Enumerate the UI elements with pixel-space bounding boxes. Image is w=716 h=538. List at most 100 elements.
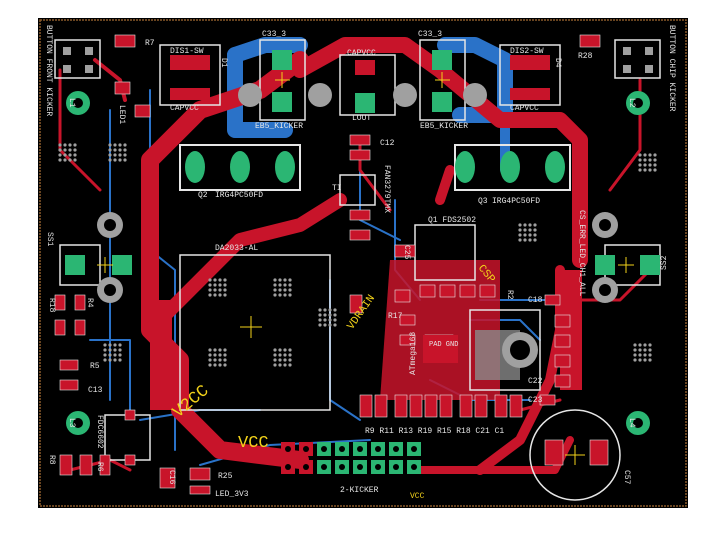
via (118, 353, 122, 357)
via (328, 313, 332, 317)
via (318, 308, 322, 312)
via (108, 358, 112, 362)
via (273, 353, 277, 357)
via (118, 143, 122, 147)
board-outline (39, 19, 687, 507)
via (638, 358, 642, 362)
to247-packages (179, 144, 571, 191)
via (278, 283, 282, 287)
via (218, 278, 222, 282)
via (278, 363, 282, 367)
via (213, 353, 217, 357)
via (113, 153, 117, 157)
label-fdc: FDC6602 (95, 415, 104, 449)
label-r-row: R9 R11 R13 R19 R15 R18 C21 C1 (365, 427, 504, 436)
label-fan: FAN3279TMX (382, 165, 391, 213)
via (648, 348, 652, 352)
via (653, 153, 657, 157)
via (528, 223, 532, 227)
via (108, 143, 112, 147)
label-c33-a: C33_3 (262, 30, 286, 39)
usb-connector-hole-inner (510, 340, 530, 360)
via (63, 148, 67, 152)
via (528, 228, 532, 232)
via (118, 343, 122, 347)
via (288, 348, 292, 352)
via (648, 163, 652, 167)
header-pin-hole (393, 446, 399, 452)
via (113, 158, 117, 162)
via (318, 323, 322, 327)
via (123, 148, 127, 152)
label-dac: DA2033-AL (215, 244, 258, 253)
via (533, 223, 537, 227)
via (223, 353, 227, 357)
pin-header (281, 442, 421, 474)
through-hole-pads (63, 47, 660, 275)
via (533, 238, 537, 242)
via (648, 168, 652, 172)
via (218, 288, 222, 292)
board-substrate (38, 18, 688, 508)
via (518, 223, 522, 227)
via (288, 363, 292, 367)
label-q2: Q2 (198, 191, 208, 200)
label-r25: R25 (218, 472, 233, 481)
via (643, 158, 647, 162)
header-pin-hole (339, 464, 345, 470)
header-pin-hole (411, 464, 417, 470)
label-c22: C22 (528, 377, 543, 386)
via (213, 293, 217, 297)
via (283, 363, 287, 367)
via (533, 228, 537, 232)
label-r6: R6 (95, 462, 104, 472)
via (223, 363, 227, 367)
header-pin-hole (375, 446, 381, 452)
label-c13: C13 (88, 386, 103, 395)
label-r7: R7 (145, 39, 155, 48)
via (318, 318, 322, 322)
header-pin-hole (339, 446, 345, 452)
via (118, 358, 122, 362)
via (63, 158, 67, 162)
via (278, 348, 282, 352)
header-pin-hole (303, 446, 309, 452)
via (283, 348, 287, 352)
label-c12: C12 (380, 139, 395, 148)
via (68, 148, 72, 152)
via (288, 283, 292, 287)
label-irg-1: IRG4PC50FD (215, 191, 263, 200)
silkscreen-labels: BUTTON FRONT KICKER BUTTON CHIP KICKER R… (44, 25, 676, 501)
via (523, 223, 527, 227)
via (118, 158, 122, 162)
via (333, 318, 337, 322)
via (278, 293, 282, 297)
label-cs: CS_ERR_LED_CH1_ALL (577, 210, 586, 297)
label-c57: C57 (622, 470, 631, 485)
via (73, 158, 77, 162)
via (283, 283, 287, 287)
label-l3: L3 (67, 418, 76, 428)
via (288, 358, 292, 362)
via (218, 363, 222, 367)
label-q3: Q3 (478, 197, 488, 206)
via (213, 278, 217, 282)
via (273, 363, 277, 367)
label-led-3v3: LED_3V3 (215, 490, 249, 499)
via (123, 153, 127, 157)
via (103, 343, 107, 347)
via (633, 343, 637, 347)
label-dis2: DIS2-SW (510, 47, 544, 56)
label-ti: TI (332, 184, 342, 193)
via (653, 168, 657, 172)
label-kicker-header: 2-KICKER (340, 486, 379, 495)
label-c25: C25 (402, 245, 411, 260)
via (648, 153, 652, 157)
via (213, 283, 217, 287)
via (283, 293, 287, 297)
via (58, 143, 62, 147)
via (643, 163, 647, 167)
label-pad: PAD GND (429, 341, 458, 349)
